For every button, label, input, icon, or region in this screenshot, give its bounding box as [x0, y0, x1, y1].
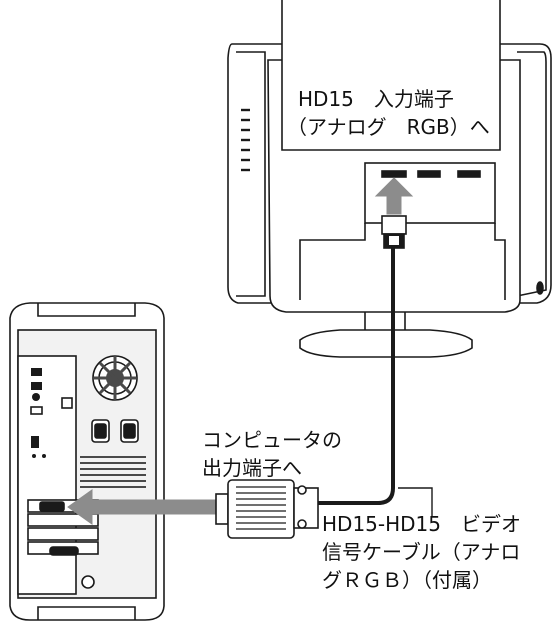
- monitor-side-button: [536, 281, 544, 295]
- arrow-up-icon: [374, 177, 414, 215]
- arrow-left-icon: [67, 489, 216, 525]
- video-cable: [318, 248, 395, 505]
- computer-output-label-line2: 出力端子へ: [202, 456, 302, 480]
- monitor-port-3: [457, 170, 481, 178]
- tower-vent-grid: [80, 456, 146, 488]
- computer-tower: [9, 302, 165, 621]
- cable-label-leader: [398, 487, 433, 516]
- cable-label-line3: グＲＧＢ）（付属）: [322, 568, 492, 592]
- monitor-port-2: [417, 170, 441, 178]
- monitor-end-plug: [381, 215, 407, 249]
- cable-label-line1: HD15-HD15 ビデオ: [322, 512, 521, 536]
- monitor-stand-base: [299, 329, 473, 358]
- monitor-label-card: [281, 0, 501, 151]
- monitor-input-label-line2: （アナログ RGB）へ: [287, 115, 490, 139]
- monitor-left-rim: [236, 51, 266, 297]
- cable-label-line2: 信号ケーブル（アナロ: [322, 540, 521, 564]
- monitor-right-rim: [516, 51, 547, 297]
- tower-io-ports: [30, 368, 46, 458]
- monitor-stand-neck: [364, 312, 406, 330]
- monitor-left-vents: [241, 108, 250, 172]
- computer-end-plug: [215, 479, 319, 539]
- tower-lock: [81, 575, 95, 589]
- monitor-hd15-port: [381, 170, 407, 178]
- computer-video-out-port: [39, 501, 65, 512]
- monitor-input-label-line1: HD15 入力端子: [298, 87, 454, 111]
- computer-output-label-line1: コンピュータの: [202, 428, 342, 452]
